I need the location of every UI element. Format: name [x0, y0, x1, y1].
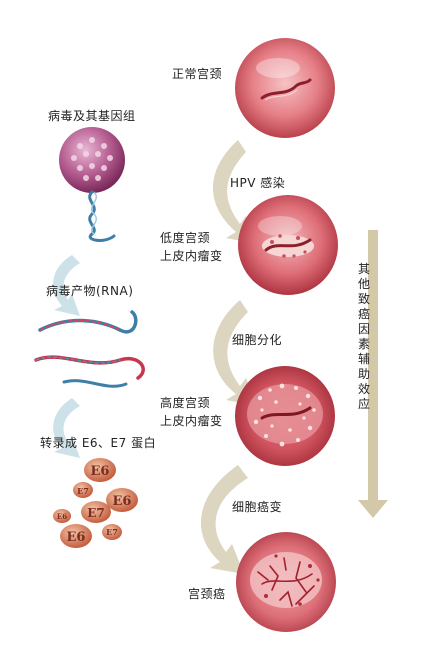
rna-label: 病毒产物(RNA): [46, 284, 134, 298]
low-grade-lesion-illustration: [238, 195, 338, 295]
protein-label-2: E7: [77, 486, 89, 496]
side-factor-label: 其他致癌因素辅助效应: [357, 262, 370, 411]
transition-cell-carcinogenesis: 细胞癌变: [232, 500, 283, 514]
high-grade-lesion-illustration: [235, 366, 335, 466]
normal-cervix-illustration: [235, 38, 335, 138]
arrow-left-2: [53, 398, 80, 458]
protein-blob: [102, 524, 122, 540]
arrow-cell-differentiation: [213, 300, 258, 406]
viral-rna-illustration: [34, 310, 145, 388]
side-factor-arrow: [358, 230, 388, 518]
stage-normal-label: 正常宫颈: [172, 67, 223, 81]
protein-label-4: E7: [87, 506, 105, 520]
transition-cell-differentiation: 细胞分化: [232, 333, 283, 347]
stage-low-grade-label: 低度宫颈 上皮内瘤变: [160, 229, 223, 265]
cervical-cancer-illustration: [236, 532, 336, 632]
stage-low-grade-line1: 低度宫颈: [160, 231, 211, 245]
transition-hpv-infection: HPV 感染: [230, 176, 286, 190]
virus-genome-label: 病毒及其基因组: [48, 109, 136, 123]
protein-label-1: E6: [91, 464, 110, 479]
stage-high-grade-label: 高度宫颈 上皮内瘤变: [160, 394, 223, 430]
protein-blob: [84, 458, 116, 482]
protein-label-6: E7: [106, 527, 118, 537]
arrow-cell-carcinogenesis: [200, 465, 248, 574]
protein-label-7: E6: [57, 512, 67, 521]
protein-blob: [53, 509, 71, 523]
e6-e7-protein-cluster: [53, 458, 138, 548]
protein-label: 转录成 E6、E7 蛋白: [40, 436, 157, 450]
arrow-left-1: [53, 255, 80, 316]
stage-low-grade-line2: 上皮内瘤变: [160, 249, 223, 263]
protein-blob: [73, 482, 93, 498]
protein-blob: [60, 524, 92, 548]
stage-cancer-label: 宫颈癌: [188, 587, 226, 601]
protein-label-3: E6: [113, 494, 132, 509]
stage-high-grade-line1: 高度宫颈: [160, 396, 211, 410]
protein-blob: [81, 501, 111, 523]
protein-blob: [106, 488, 138, 512]
hpv-virus-illustration: [59, 127, 125, 242]
protein-label-5: E6: [67, 530, 86, 545]
stage-high-grade-line2: 上皮内瘤变: [160, 414, 223, 428]
